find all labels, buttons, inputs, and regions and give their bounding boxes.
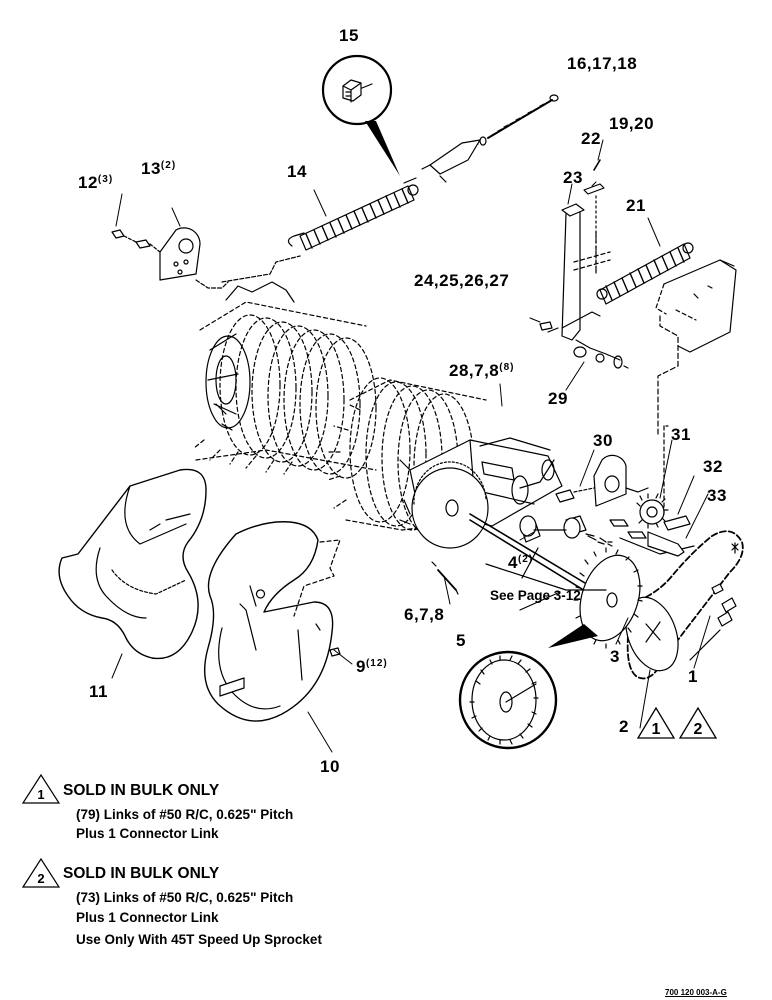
callout-9-number: 9 bbox=[356, 657, 366, 676]
note-2-line-2: Plus 1 Connector Link bbox=[76, 910, 219, 925]
callout-13-qty: (2) bbox=[160, 160, 177, 171]
chain-triangle-2-label: 2 bbox=[694, 721, 703, 738]
spring-yoke bbox=[403, 139, 481, 184]
callout-1: 1 bbox=[688, 667, 698, 686]
callout-22: 22 bbox=[581, 129, 601, 148]
note-1-line-1: (79) Links of #50 R/C, 0.625" Pitch bbox=[76, 807, 294, 822]
drive-disc bbox=[411, 461, 489, 549]
callout-33: 33 bbox=[707, 486, 727, 505]
bracket-13 bbox=[111, 227, 301, 289]
callout-11: 11 bbox=[89, 682, 108, 701]
callout-4-qty: (2) bbox=[517, 554, 534, 565]
callout-28-number: 28,7,8 bbox=[449, 361, 500, 380]
callout-31: 31 bbox=[671, 425, 691, 444]
callout-12-qty: (3) bbox=[97, 174, 114, 185]
callout-19-20: 19,20 bbox=[609, 114, 655, 133]
shield-11 bbox=[58, 468, 207, 660]
note-2-line-1: (73) Links of #50 R/C, 0.625" Pitch bbox=[76, 890, 294, 905]
callout-30: 30 bbox=[593, 431, 613, 450]
spring-21 bbox=[596, 242, 737, 437]
bearing-bracket-30 bbox=[555, 454, 649, 507]
spring-14 bbox=[287, 184, 419, 251]
callout-32: 32 bbox=[703, 457, 723, 476]
callout-5: 5 bbox=[456, 631, 466, 650]
sprocket-disc-4 bbox=[519, 547, 643, 649]
callout-2: 2 bbox=[619, 717, 629, 736]
figure-code: 700 120 003-A-G bbox=[665, 988, 727, 997]
callout-14: 14 bbox=[287, 162, 307, 181]
leader-lines bbox=[111, 139, 711, 753]
detail-circle-5 bbox=[458, 650, 558, 750]
callout-13: 13(2) bbox=[141, 160, 176, 177]
note-2-triangle: 2 bbox=[21, 857, 61, 888]
callout-16-17-18: 16,17,18 bbox=[567, 54, 638, 73]
callout-13-number: 13 bbox=[141, 159, 161, 178]
callout-15: 15 bbox=[339, 26, 359, 45]
see-page-reference: See Page 3-12 bbox=[490, 588, 581, 603]
callout-3: 3 bbox=[610, 647, 620, 666]
detail-circle-15 bbox=[321, 54, 400, 176]
callout-23: 23 bbox=[563, 168, 583, 187]
callout-9-qty: (12) bbox=[365, 658, 388, 669]
callout-12: 12(3) bbox=[78, 174, 113, 191]
note-2-line-3: Use Only With 45T Speed Up Sprocket bbox=[76, 932, 322, 947]
left-reel-assembly bbox=[193, 281, 377, 479]
note-1-triangle: 1 bbox=[21, 773, 61, 804]
chain-note-triangle-1: 1 bbox=[636, 706, 676, 739]
note-2-title: SOLD IN BULK ONLY bbox=[63, 865, 220, 882]
drive-chain bbox=[625, 530, 744, 680]
callout-4-number: 4 bbox=[508, 553, 518, 572]
callout-28-7-8: 28,7,8(8) bbox=[449, 362, 515, 379]
callout-4: 4(2) bbox=[508, 554, 533, 571]
callout-29: 29 bbox=[548, 389, 568, 408]
arm-23 bbox=[539, 159, 629, 369]
chain-note-triangle-2: 2 bbox=[678, 706, 718, 739]
note-1-marker: 1 bbox=[37, 787, 44, 802]
note-1-title: SOLD IN BULK ONLY bbox=[63, 782, 220, 799]
chain-triangle-1-label: 1 bbox=[652, 721, 661, 738]
callout-12-number: 12 bbox=[78, 173, 98, 192]
note-1-line-2: Plus 1 Connector Link bbox=[76, 826, 219, 841]
callout-21: 21 bbox=[626, 196, 646, 215]
callout-6-7-8: 6,7,8 bbox=[404, 605, 445, 624]
note-2-marker: 2 bbox=[37, 871, 44, 886]
shield-10 bbox=[204, 521, 341, 722]
callout-24-25-26-27: 24,25,26,27 bbox=[414, 271, 510, 290]
callout-28-qty: (8) bbox=[499, 362, 515, 373]
tensioner-31-32-33 bbox=[619, 425, 695, 557]
callout-10: 10 bbox=[320, 757, 340, 776]
callout-9: 9(12) bbox=[356, 658, 388, 675]
